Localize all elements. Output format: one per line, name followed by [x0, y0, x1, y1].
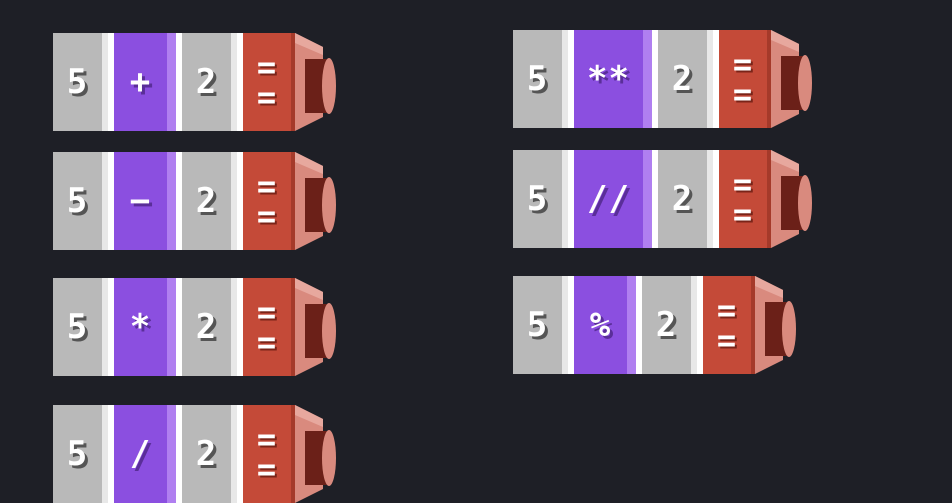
operator-label: **: [587, 59, 630, 99]
block-separator: [568, 276, 574, 374]
number-block-left[interactable]: 5: [513, 30, 568, 128]
block-separator: [713, 30, 719, 128]
equation-row-multiply: 5 * 2 ==: [53, 278, 341, 376]
number-label: 5: [526, 179, 549, 219]
equals-label: ==: [256, 48, 278, 116]
number-block-right[interactable]: 2: [182, 152, 237, 250]
equals-label: ==: [732, 45, 754, 113]
number-label: 2: [195, 181, 218, 221]
block-separator: [176, 405, 182, 503]
operator-label: //: [587, 179, 630, 219]
operator-block-subtract[interactable]: −: [114, 152, 176, 250]
operator-label: +: [129, 62, 152, 102]
block-separator: [176, 152, 182, 250]
operator-block-divide[interactable]: /: [114, 405, 176, 503]
block-separator: [108, 33, 114, 131]
operator-label: /: [129, 434, 152, 474]
equals-label: ==: [256, 420, 278, 488]
block-separator: [237, 405, 243, 503]
equation-row-floor-divide: 5 // 2 ==: [513, 150, 817, 248]
equals-label: ==: [732, 165, 754, 233]
number-label: 5: [66, 434, 89, 474]
number-label: 2: [195, 62, 218, 102]
block-separator: [176, 33, 182, 131]
number-label: 5: [66, 62, 89, 102]
number-block-right[interactable]: 2: [182, 405, 237, 503]
block-separator: [652, 30, 658, 128]
equals-block[interactable]: ==: [719, 150, 771, 248]
block-separator: [237, 33, 243, 131]
number-block-right[interactable]: 2: [182, 278, 237, 376]
equals-block[interactable]: ==: [243, 278, 295, 376]
number-block-right[interactable]: 2: [658, 30, 713, 128]
equals-label: ==: [256, 293, 278, 361]
output-nozzle-icon[interactable]: [295, 152, 341, 250]
number-block-right[interactable]: 2: [658, 150, 713, 248]
block-separator: [108, 278, 114, 376]
number-label: 5: [526, 59, 549, 99]
equation-row-add: 5 + 2 ==: [53, 33, 341, 131]
output-nozzle-icon[interactable]: [771, 150, 817, 248]
block-separator: [237, 278, 243, 376]
output-nozzle-icon[interactable]: [771, 30, 817, 128]
number-label: 5: [526, 305, 549, 345]
operator-label: −: [129, 181, 152, 221]
equals-block[interactable]: ==: [243, 152, 295, 250]
equation-row-subtract: 5 − 2 ==: [53, 152, 341, 250]
output-nozzle-icon[interactable]: [295, 278, 341, 376]
operator-label: %: [589, 305, 612, 345]
block-separator: [568, 150, 574, 248]
block-separator: [108, 152, 114, 250]
number-block-right[interactable]: 2: [182, 33, 237, 131]
number-block-left[interactable]: 5: [53, 278, 108, 376]
number-block-left[interactable]: 5: [513, 276, 568, 374]
output-nozzle-icon[interactable]: [295, 405, 341, 503]
output-nozzle-icon[interactable]: [295, 33, 341, 131]
block-separator: [697, 276, 703, 374]
number-block-left[interactable]: 5: [53, 33, 108, 131]
equals-label: ==: [256, 167, 278, 235]
operator-block-floor-divide[interactable]: //: [574, 150, 652, 248]
equation-row-power: 5 ** 2 ==: [513, 30, 817, 128]
equals-block[interactable]: ==: [719, 30, 771, 128]
number-label: 2: [195, 434, 218, 474]
number-label: 5: [66, 181, 89, 221]
number-label: 5: [66, 307, 89, 347]
output-nozzle-icon[interactable]: [755, 276, 801, 374]
block-separator: [568, 30, 574, 128]
block-separator: [713, 150, 719, 248]
operator-block-add[interactable]: +: [114, 33, 176, 131]
equals-block[interactable]: ==: [243, 405, 295, 503]
number-block-left[interactable]: 5: [53, 152, 108, 250]
equals-block[interactable]: ==: [703, 276, 755, 374]
equals-label: ==: [716, 291, 738, 359]
equals-block[interactable]: ==: [243, 33, 295, 131]
equation-row-divide: 5 / 2 ==: [53, 405, 341, 503]
number-label: 2: [671, 59, 694, 99]
operator-label: *: [129, 307, 152, 347]
operator-block-power[interactable]: **: [574, 30, 652, 128]
number-label: 2: [195, 307, 218, 347]
number-label: 2: [671, 179, 694, 219]
operator-block-modulo[interactable]: %: [574, 276, 636, 374]
operator-block-multiply[interactable]: *: [114, 278, 176, 376]
number-block-left[interactable]: 5: [53, 405, 108, 503]
block-separator: [108, 405, 114, 503]
block-separator: [652, 150, 658, 248]
number-label: 2: [655, 305, 678, 345]
block-separator: [237, 152, 243, 250]
number-block-left[interactable]: 5: [513, 150, 568, 248]
number-block-right[interactable]: 2: [642, 276, 697, 374]
block-separator: [176, 278, 182, 376]
equation-row-modulo: 5 % 2 ==: [513, 276, 801, 374]
block-separator: [636, 276, 642, 374]
